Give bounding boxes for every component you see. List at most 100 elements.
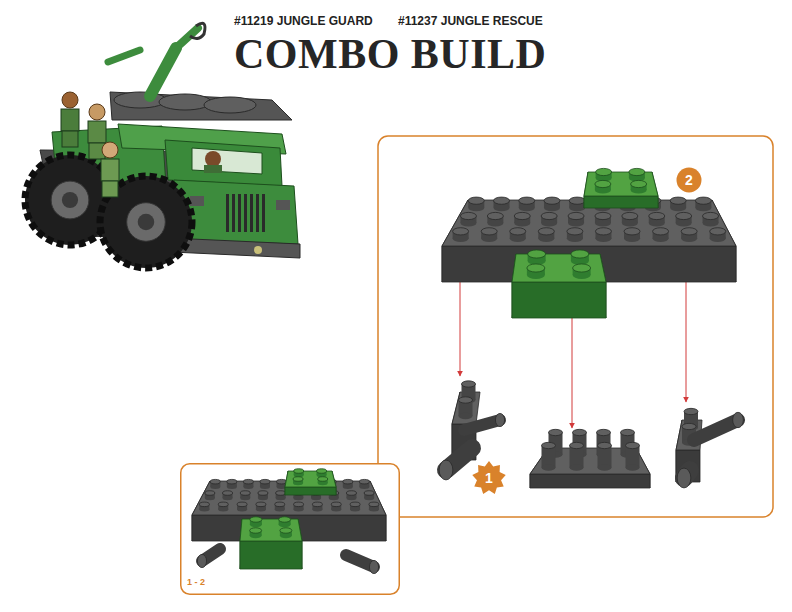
- placement-arrow: [686, 282, 687, 402]
- stud-base: [364, 496, 374, 501]
- launcher-pod: [204, 97, 256, 113]
- stud-base: [487, 219, 503, 226]
- stud-top: [250, 517, 262, 522]
- set-label: #11237 JUNGLE RESCUE: [398, 14, 543, 28]
- stud-top: [595, 180, 611, 187]
- stud-base: [369, 507, 379, 512]
- stud-top: [318, 477, 328, 482]
- stud-base: [568, 219, 584, 226]
- stud-base: [703, 219, 719, 226]
- stud-base: [275, 507, 285, 512]
- stud-top: [199, 502, 209, 507]
- stud-top: [622, 212, 638, 219]
- stud-base: [653, 235, 669, 242]
- axle-end: [733, 412, 744, 427]
- stud-base: [258, 496, 268, 501]
- stud-top: [595, 212, 611, 219]
- stud-top: [468, 197, 484, 204]
- brick-face: [512, 282, 606, 318]
- stud-base: [240, 496, 250, 501]
- stud-base: [205, 496, 215, 501]
- stud-top: [494, 197, 510, 204]
- result-assembly: [192, 469, 386, 574]
- stud-base: [346, 496, 356, 501]
- stud-top: [596, 168, 612, 175]
- stud-top: [573, 264, 591, 272]
- placement-arrow: [572, 318, 573, 428]
- stud-top: [624, 228, 640, 235]
- stud-top: [218, 502, 228, 507]
- stud-top: [542, 442, 556, 448]
- stud-base: [541, 219, 557, 226]
- stud-top: [510, 228, 526, 235]
- stud-top: [568, 212, 584, 219]
- stud-base: [681, 235, 697, 242]
- stud-base: [569, 204, 585, 211]
- stud-top: [227, 479, 237, 484]
- hub: [51, 181, 89, 219]
- set-label: #11219 JUNGLE GUARD: [234, 14, 373, 28]
- driver-body: [204, 165, 222, 173]
- hub: [127, 203, 166, 242]
- axle-end: [677, 468, 691, 488]
- hub-center: [138, 214, 155, 231]
- brick-face: [285, 487, 336, 495]
- stud-base: [670, 204, 686, 211]
- stud-base: [622, 219, 638, 226]
- stud-top: [684, 408, 698, 414]
- stud-base: [510, 235, 526, 242]
- stud-base: [519, 204, 535, 211]
- stud-base: [468, 204, 484, 211]
- panel-shape: [180, 463, 400, 595]
- crane-arm: [150, 48, 176, 96]
- brick-face: [192, 148, 262, 174]
- stud-top: [631, 180, 647, 187]
- figure-head: [62, 92, 78, 108]
- stud-top: [571, 250, 589, 258]
- grille: [256, 194, 259, 232]
- stud-base: [595, 235, 611, 242]
- stud-top: [681, 228, 697, 235]
- stud-top: [460, 212, 476, 219]
- brick-face: [240, 541, 302, 569]
- stud-base: [237, 507, 247, 512]
- tire: [100, 176, 192, 268]
- figure-body: [88, 121, 106, 143]
- stud-top: [653, 228, 669, 235]
- stud-base: [260, 484, 270, 489]
- stud-top: [250, 528, 262, 533]
- stud-base: [223, 496, 233, 501]
- stud-top: [256, 502, 266, 507]
- stud-top: [293, 477, 303, 482]
- stud-top: [369, 502, 379, 507]
- axle: [694, 420, 738, 440]
- figure-legs: [62, 131, 78, 147]
- stud-top: [626, 442, 640, 448]
- stud-base: [311, 496, 321, 501]
- grille: [238, 194, 241, 232]
- step-panel: [378, 136, 773, 517]
- stud-base: [256, 507, 266, 512]
- stud-top: [346, 491, 356, 496]
- stud-base: [624, 235, 640, 242]
- stud-top: [210, 479, 220, 484]
- stud-top: [549, 429, 563, 435]
- brick-face: [584, 196, 658, 208]
- axle: [464, 420, 500, 430]
- stud-top: [544, 197, 560, 204]
- callout-star: [472, 461, 505, 494]
- stud-base: [343, 484, 353, 489]
- stud-top: [331, 502, 341, 507]
- stud-top: [279, 517, 291, 522]
- stud-top: [670, 197, 686, 204]
- stud-base: [514, 219, 530, 226]
- stud-top: [703, 212, 719, 219]
- stud-top: [595, 228, 611, 235]
- stud-top: [528, 250, 546, 258]
- callout-circle: [677, 168, 702, 193]
- stud-top: [538, 228, 554, 235]
- stud-top: [294, 469, 304, 474]
- stud-top: [223, 491, 233, 496]
- panel-frame: [378, 136, 773, 517]
- stud-top: [277, 479, 287, 484]
